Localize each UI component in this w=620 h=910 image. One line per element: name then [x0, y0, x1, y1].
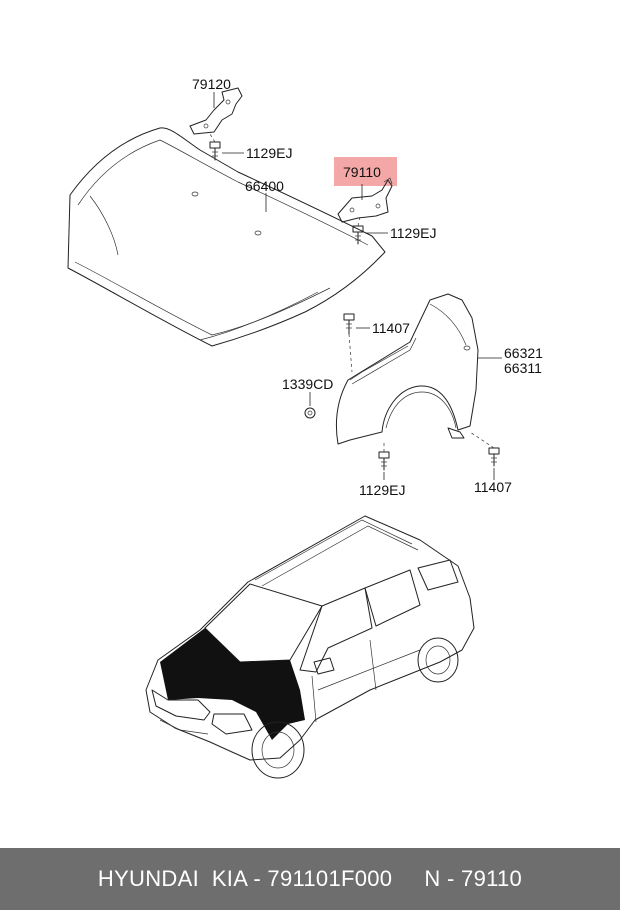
part-number-highlight [334, 157, 397, 186]
callout-66400: 66400 [245, 178, 284, 194]
callout-1129ej-lower: 1129EJ [359, 482, 405, 498]
hood-panel [67, 127, 386, 347]
vehicle-illustration [145, 515, 475, 779]
callout-79120: 79120 [192, 76, 231, 92]
footer-part-number: HYUNDAI KIA - 791101F000 N - 79110 [97, 866, 523, 891]
callout-79110: 79110 [343, 164, 381, 180]
callout-66311: 66311 [504, 360, 542, 376]
bolt-11407-upper [343, 313, 355, 335]
footer-bar: HYUNDAI KIA - 791101F000 N - 79110 [0, 848, 620, 910]
leader-lines [209, 92, 502, 480]
clip-1339cd [304, 407, 316, 419]
front-fender [335, 293, 479, 445]
bolt-11407-lower [488, 447, 500, 467]
hood-hinge-right [337, 177, 393, 223]
parts-diagram: 79120 1129EJ 66400 79110 1129EJ 11407 66… [67, 76, 543, 779]
callout-66321: 66321 [504, 345, 543, 361]
bolt-1129ej-lower [378, 451, 390, 471]
bolt-1129ej-upper [209, 141, 221, 161]
callout-1129ej-hinge: 1129EJ [390, 225, 436, 241]
hood-hinge-left [189, 87, 243, 135]
callout-11407-lower: 11407 [474, 479, 512, 495]
callout-1129ej-upper: 1129EJ [246, 145, 292, 161]
callout-11407-upper: 11407 [372, 320, 410, 336]
callout-1339cd: 1339CD [282, 376, 333, 392]
